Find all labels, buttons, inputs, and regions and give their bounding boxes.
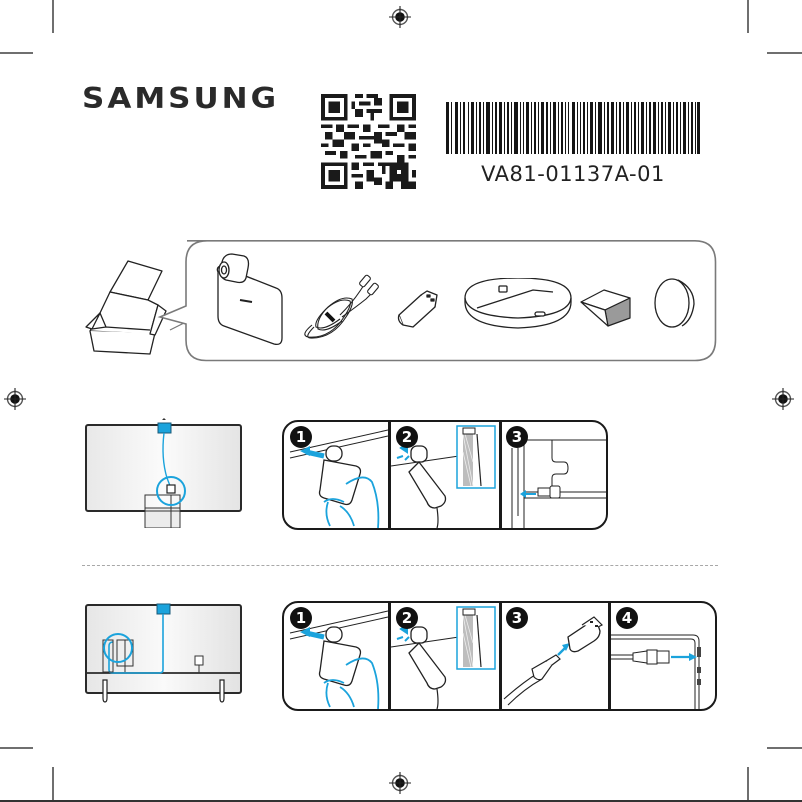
crop-mark-bottom-left-h (0, 747, 33, 749)
step-divider (388, 603, 391, 709)
section-divider (82, 565, 718, 566)
install-b-steps-panel: 1 2 3 4 (282, 601, 717, 711)
step-a1-attach-camera-icon (289, 429, 388, 528)
barcode-icon (446, 102, 700, 154)
usb-adapter-icon (397, 290, 438, 328)
install-a-steps-panel: 1 2 3 (282, 420, 608, 530)
registration-mark-top-icon (389, 6, 411, 28)
step-b3-connect-adapter-icon (503, 616, 604, 706)
crop-mark-top-right-h (767, 52, 802, 54)
step-b3-number-badge: 3 (506, 607, 528, 629)
step-a3-plug-usb-icon (511, 439, 606, 528)
part-number: VA81-01137A-01 (481, 162, 665, 186)
crop-mark-bottom-left-v (52, 767, 54, 802)
brand-logo: SAMSUNG (82, 82, 280, 116)
step-divider (608, 603, 611, 709)
bottom-edge-line (0, 800, 802, 802)
crop-mark-top-left-h (0, 52, 33, 54)
step-b1-number-badge: 1 (290, 607, 312, 629)
qr-code-icon (321, 94, 416, 189)
crop-mark-top-left-v (52, 0, 54, 33)
crop-mark-top-right-v (747, 0, 749, 33)
step-divider (388, 422, 391, 528)
step-divider (499, 422, 502, 528)
open-box-icon (85, 260, 185, 355)
step-a2-camera-clip-icon (391, 425, 496, 528)
tv-wall-rear-view-icon (85, 418, 242, 528)
wedge-spacer-icon (580, 289, 631, 327)
step-b4-number-badge: 4 (616, 607, 638, 629)
crop-mark-bottom-right-h (767, 747, 802, 749)
step-divider (499, 603, 502, 709)
crop-mark-bottom-right-v (747, 767, 749, 802)
step-b1-attach-camera-icon (289, 610, 388, 709)
step-b2-number-badge: 2 (396, 607, 418, 629)
registration-mark-bottom-icon (389, 772, 411, 794)
round-pad-icon (654, 278, 695, 328)
registration-mark-left-icon (4, 388, 26, 410)
round-stand-icon (464, 278, 572, 329)
usb-c-cable-icon (304, 274, 379, 339)
step-b4-plug-into-port-icon (611, 634, 701, 709)
step-a3-number-badge: 3 (506, 426, 528, 448)
contents-panel (157, 240, 717, 362)
step-a1-number-badge: 1 (290, 426, 312, 448)
step-b2-camera-clip-icon (391, 606, 496, 709)
camera-item-icon (216, 253, 283, 346)
registration-mark-right-icon (772, 388, 794, 410)
step-a2-number-badge: 2 (396, 426, 418, 448)
tv-stand-rear-view-icon (85, 603, 242, 703)
